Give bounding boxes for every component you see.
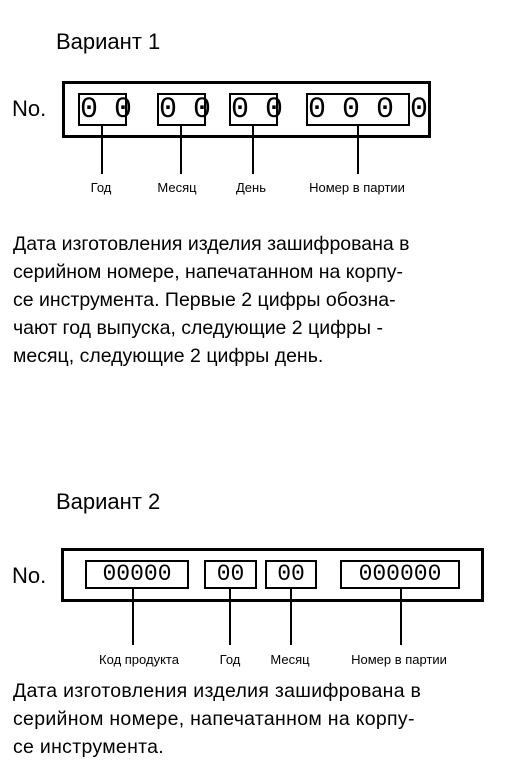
variant1-serial-frame [62,81,431,138]
variant2-pointer-month [290,589,292,645]
variant1-label-batch: Номер в партии [309,180,405,195]
variant1-label-day: День [236,180,266,195]
variant1-no-label: No. [12,96,47,121]
variant2-label-product-code: Код продукта [99,652,179,667]
variant1-label-year: Год [90,180,112,195]
variant2-serial-frame [61,548,484,602]
variant1-description-line: серийном номере, напечатанном на корпу- [13,261,404,283]
variant1-label-month: Месяц [157,180,197,195]
variant2-description-line: серийном номере, напечатанном на корпу- [13,708,415,730]
variant2-label-month: Месяц [270,652,310,667]
variant1-pointer-day [252,126,254,174]
variant1-pointer-month [180,126,182,174]
variant2-segment-batch: 000000 [340,560,460,589]
variant1-segment-year: 0 0 [78,93,132,127]
variant2-label-year: Год [219,652,241,667]
variant1-description-line: Дата изготовления изделия зашифрована в [13,233,410,255]
variant1-description-line: чают год выпуска, следующие 2 цифры - [13,317,383,339]
variant1-pointer-batch [357,126,359,174]
variant1-title: Вариант 1 [56,29,161,54]
variant1-segment-month: 0 0 [157,93,211,127]
variant1-description-line: месяц, следующие 2 цифры день. [13,345,324,367]
variant2-pointer-product-code [132,589,134,645]
variant1-pointer-year [101,126,103,174]
variant2-title: Вариант 2 [56,489,161,514]
variant2-label-batch: Номер в партии [351,652,447,667]
variant2-segment-product-code: 00000 [85,560,189,589]
variant1-description-line: се инструмента. Первые 2 цифры обозна- [13,289,396,311]
variant1-segment-batch: 0 0 0 0 [306,93,428,127]
variant2-description-line: се инструмента. [13,736,165,758]
variant2-pointer-batch [400,589,402,645]
variant1-segment-day: 0 0 [229,93,283,127]
variant2-no-label: No. [12,563,47,588]
variant2-pointer-year [229,589,231,645]
variant2-segment-month: 00 [265,560,317,589]
variant2-description-line: Дата изготовления изделия зашифрована в [13,680,422,702]
variant2-segment-year: 00 [204,560,257,589]
